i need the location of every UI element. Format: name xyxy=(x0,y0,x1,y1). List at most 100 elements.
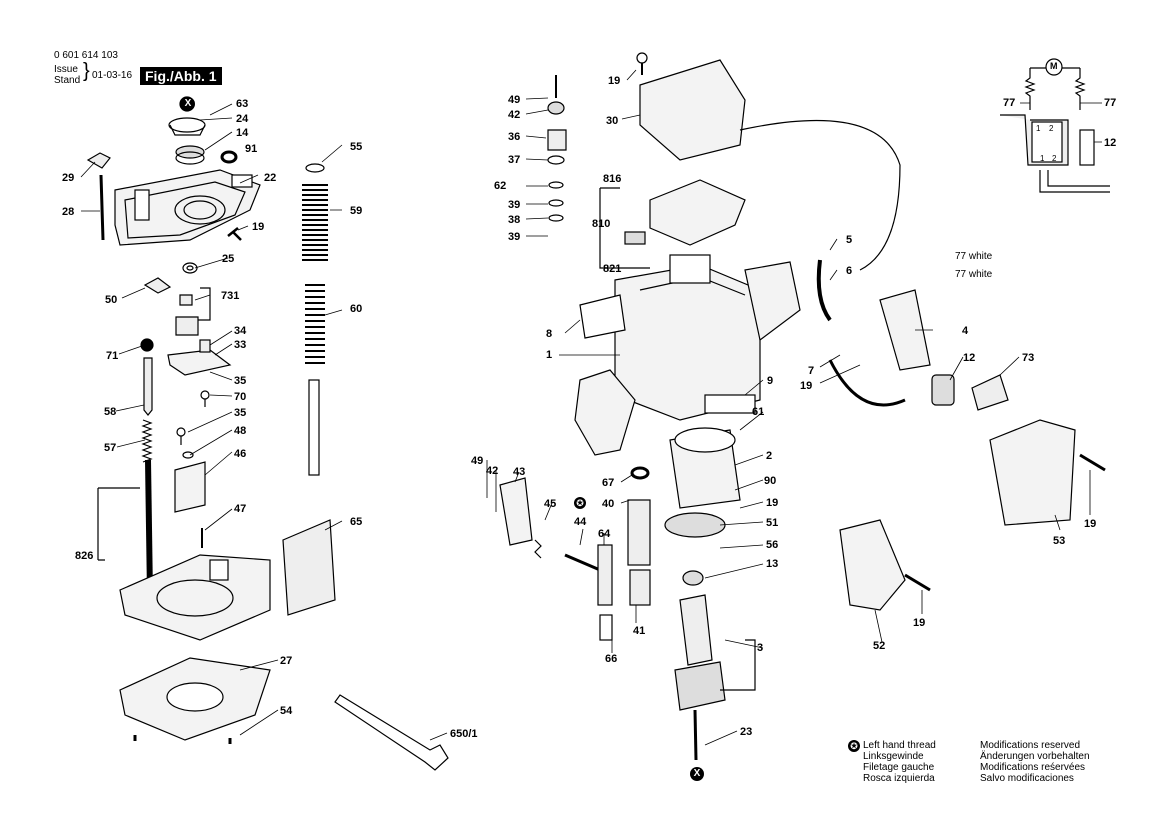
washers-62-39-38 xyxy=(548,181,564,222)
screw-54 xyxy=(133,735,232,744)
housing-1 xyxy=(614,254,761,421)
part-label-53: 53 xyxy=(1053,535,1066,547)
part-label-24: 24 xyxy=(236,113,249,125)
part-label-8: 8 xyxy=(546,328,553,340)
part-label-22: 22 xyxy=(264,172,277,184)
part-label-46: 46 xyxy=(234,448,247,460)
part-label-57: 57 xyxy=(104,442,117,454)
part-66 xyxy=(599,614,613,641)
part-label-73: 73 xyxy=(1022,352,1035,364)
wrench-650-1 xyxy=(334,694,449,771)
part-label-36: 36 xyxy=(508,131,521,143)
part-label-19b: 19 xyxy=(608,75,621,87)
ring-55 xyxy=(305,163,325,173)
figure-label: Fig./Abb. 1 xyxy=(140,67,222,85)
legend-left-hand-thread: Left hand thread Linksgewinde Filetage g… xyxy=(863,740,936,784)
part-label-59: 59 xyxy=(350,205,363,217)
part-label-816: 816 xyxy=(603,173,622,185)
part-label-821: 821 xyxy=(603,263,622,275)
cable-5-6 xyxy=(739,120,901,322)
part-label-35a: 35 xyxy=(234,375,247,387)
legend-mod-fr: Modifications reśervées xyxy=(980,762,1086,773)
part-37 xyxy=(547,155,565,165)
part-label-54: 54 xyxy=(280,705,293,717)
part-label-70: 70 xyxy=(234,391,247,403)
part-label-33: 33 xyxy=(234,339,247,351)
bearing-14 xyxy=(175,145,205,165)
handle-left xyxy=(574,369,636,456)
part-label-19e: 19 xyxy=(1084,518,1097,530)
motor-housing-bracket-22 xyxy=(114,169,261,246)
stop-bolt-58 xyxy=(143,357,153,416)
handle-52 xyxy=(839,519,906,611)
leader-lines xyxy=(80,69,1102,746)
part-label-91: 91 xyxy=(245,143,258,155)
part-label-19a: 19 xyxy=(252,221,265,233)
legend-mod-es: Salvo modificaciones xyxy=(980,773,1074,784)
part-label-60: 60 xyxy=(350,303,363,315)
turret-stop-46 xyxy=(174,461,206,513)
legend-lht-es: Rosca izquierda xyxy=(863,773,935,784)
shaft-40 xyxy=(627,499,651,566)
bushing-731 xyxy=(175,294,199,336)
cover-30 xyxy=(639,59,746,161)
part-label-7: 7 xyxy=(808,365,815,377)
wing-knob-50 xyxy=(143,277,172,294)
o-ring-67 xyxy=(630,466,650,480)
part-label-1: 1 xyxy=(546,349,553,361)
part-label-12b: 12 xyxy=(963,352,976,364)
base-plate-27 xyxy=(119,657,271,741)
nut-25 xyxy=(182,262,198,274)
spring-57 xyxy=(141,419,153,463)
legend-lht-fr: Filetage gauche xyxy=(863,762,935,773)
bearing-13 xyxy=(682,570,704,586)
part-label-25: 25 xyxy=(222,253,235,265)
depth-stop-33 xyxy=(167,349,232,376)
part-label-810: 810 xyxy=(592,218,611,230)
bracket-731 xyxy=(198,287,211,321)
o-ring-91 xyxy=(220,150,238,164)
left-hand-thread-icon: ✪ xyxy=(848,740,860,752)
brace: } xyxy=(83,60,90,82)
bracket-826-lines xyxy=(97,487,140,561)
wires-77 xyxy=(828,359,906,407)
part-label-5: 5 xyxy=(846,234,853,246)
part-label-14: 14 xyxy=(236,127,249,139)
guide-rod-right xyxy=(308,379,320,476)
router-base-826 xyxy=(119,554,271,641)
armature-3 xyxy=(674,594,726,761)
baffle-51 xyxy=(664,512,726,538)
brush-holder-816 xyxy=(649,179,746,246)
part-label-56: 56 xyxy=(766,539,779,551)
wiring-schematic xyxy=(1000,58,1110,193)
part-label-52: 52 xyxy=(873,640,886,652)
cover-73 xyxy=(971,374,1009,411)
part-label-39a: 39 xyxy=(508,199,521,211)
part-label-9: 9 xyxy=(767,375,774,387)
switch-pin-o2: 2 xyxy=(1049,124,1054,133)
part-label-71: 71 xyxy=(106,350,119,362)
switch-pin-o1: 1 xyxy=(1036,124,1041,133)
part-label-38: 38 xyxy=(508,214,521,226)
part-label-77w1: 77 white xyxy=(955,251,993,262)
part-label-826: 826 xyxy=(75,550,94,562)
switch-4 xyxy=(879,289,931,371)
motor-symbol: M xyxy=(1050,61,1058,71)
label-9 xyxy=(704,394,756,414)
part-label-2: 2 xyxy=(766,450,773,462)
star-marker-44: ✪ xyxy=(574,497,586,509)
rating-plate-8 xyxy=(579,294,626,339)
part-label-62: 62 xyxy=(494,180,507,192)
part-label-61: 61 xyxy=(752,406,765,418)
knob-42 xyxy=(547,101,565,115)
part-label-650: 650/1 xyxy=(450,728,478,740)
screw-19-left xyxy=(227,227,242,241)
part-label-28: 28 xyxy=(62,206,75,218)
part-label-19c: 19 xyxy=(800,380,813,392)
clamp-lever-29 xyxy=(86,152,111,169)
part-label-50: 50 xyxy=(105,294,118,306)
rod-28 xyxy=(99,174,105,241)
chip-guard-65 xyxy=(282,519,336,616)
part-label-731: 731 xyxy=(221,290,240,302)
part-label-29: 29 xyxy=(62,172,75,184)
